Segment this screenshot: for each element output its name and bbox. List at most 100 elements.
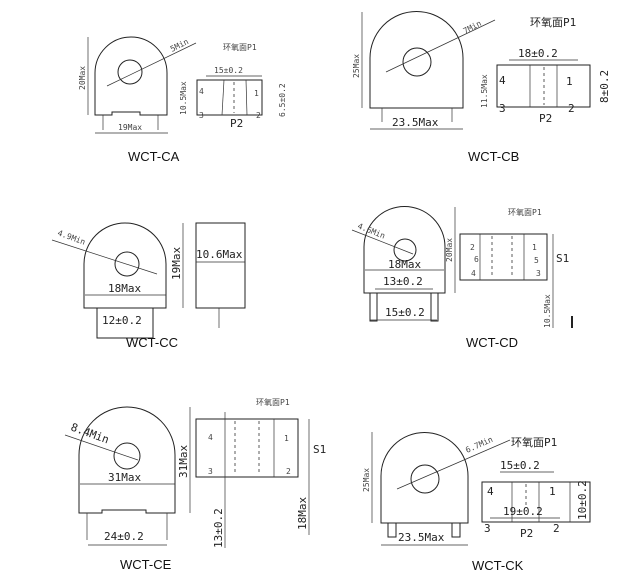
cc-front-body — [83, 222, 167, 309]
cb-hole-dim-line — [385, 19, 496, 73]
cc-side-body — [195, 222, 246, 309]
ck-pin-2: 2 — [553, 522, 560, 535]
cb-hole-label: 7Min — [462, 19, 483, 36]
ca-front-body — [94, 36, 168, 116]
cd-hole — [393, 238, 417, 262]
ca-pin-pitch-label: 6.5±0.2 — [278, 83, 287, 117]
ck-pin-1: 1 — [549, 485, 556, 498]
ce-title: WCT-CE — [120, 557, 172, 572]
ca-hole-dim-line — [106, 42, 197, 87]
ck-p2-label: P2 — [520, 527, 533, 540]
cc-title: WCT-CC — [126, 335, 178, 350]
ca-height-label: 20Max — [78, 66, 87, 90]
ca-side-body — [196, 79, 263, 116]
ca-side-label: 10.5Max — [179, 81, 188, 115]
cb-pin-pitch-label: 8±0.2 — [598, 70, 611, 103]
cd-pin-1: 1 — [532, 243, 537, 252]
cd-pin-6: 6 — [474, 255, 479, 264]
cc-pin-area — [96, 307, 154, 339]
cb-width-label: 23.5Max — [392, 116, 439, 129]
cd-pin-4: 4 — [471, 269, 476, 278]
ck-epoxy-label: 环氧面P1 — [511, 435, 557, 449]
cd-pin-3: 3 — [536, 269, 541, 278]
ce-pin-3: 3 — [208, 467, 213, 476]
cb-pin-4: 4 — [499, 74, 506, 87]
ca-divider — [245, 79, 248, 116]
cb-pin-3: 3 — [499, 102, 506, 115]
ca-pin-2: 2 — [256, 111, 261, 120]
drawing-wct-ce: 8.4Min 31Max 31Max 24±0.2 环氧面P1 4 3 1 2 … — [64, 397, 326, 572]
ce-depth-label: 18Max — [296, 497, 309, 530]
cd-pin-5: 5 — [534, 256, 539, 265]
cd-s1-label: S1 — [556, 252, 569, 265]
cb-side-label: 11.5Max — [480, 74, 489, 108]
ce-epoxy-label: 环氧面P1 — [256, 397, 290, 407]
ck-side-body — [481, 481, 591, 523]
cd-epoxy-label: 环氧面P1 — [508, 207, 542, 217]
cd-front-body — [363, 206, 446, 294]
cc-depth-label: 10.6Max — [196, 248, 243, 261]
cb-pitch-label: 18±0.2 — [518, 47, 558, 60]
cd-depth-label: 10.5Max — [543, 294, 552, 328]
ck-width-label: 23.5Max — [398, 531, 445, 544]
cb-height-label: 25Max — [352, 54, 361, 78]
ce-pin-4: 4 — [208, 433, 213, 442]
cc-height-label: 19Max — [170, 247, 183, 280]
cd-title: WCT-CD — [466, 335, 518, 350]
ck-height-label: 25Max — [362, 468, 371, 492]
cb-hole — [402, 47, 432, 77]
cc-hole — [114, 251, 140, 277]
ca-title: WCT-CA — [128, 149, 180, 164]
cd-inner-pitch-label: 13±0.2 — [383, 275, 423, 288]
ca-pin-1: 1 — [254, 89, 259, 98]
ck-pin-4: 4 — [487, 485, 494, 498]
cd-pin-right — [430, 292, 439, 322]
ck-hole-dim-line — [396, 439, 511, 490]
ce-pin-pitch-label: 13±0.2 — [212, 508, 225, 548]
ca-pitch-label: 15±0.2 — [214, 66, 243, 75]
ck-bottom-pitch-label: 19±0.2 — [503, 505, 543, 518]
ck-title: WCT-CK — [472, 558, 524, 573]
cb-front-body — [369, 11, 464, 109]
ca-divider — [221, 79, 225, 116]
ce-hole — [113, 442, 141, 470]
cb-epoxy-label: 环氧面P1 — [530, 15, 576, 29]
ck-pin-pitch-label: 10±0.2 — [576, 480, 589, 520]
ck-top-pitch-label: 15±0.2 — [500, 459, 540, 472]
cb-side-body — [496, 64, 591, 108]
cd-pin-left — [369, 292, 378, 322]
cc-pitch-label: 12±0.2 — [102, 314, 142, 327]
ck-pin — [451, 522, 461, 538]
cc-hole-dim-line — [51, 239, 158, 275]
ca-hole — [117, 59, 143, 85]
drawing-wct-ck: 6.7Min 25Max 23.5Max 环氧面P1 15±0.2 19±0.2… — [362, 432, 591, 573]
cb-pin-2: 2 — [568, 102, 575, 115]
cd-hole-dim-line — [351, 229, 414, 255]
ca-p2-label: P2 — [230, 117, 243, 130]
ca-pin-3: 3 — [199, 111, 204, 120]
cd-height-label: 20Max — [445, 238, 454, 262]
ck-front-body — [380, 432, 469, 524]
ca-epoxy-label: 环氧面P1 — [223, 42, 257, 52]
drawing-wct-ca: 5Min 20Max 19Max 环氧面P1 15±0.2 10.5Max 6.… — [78, 36, 287, 164]
ce-hole-dim-line — [64, 434, 139, 461]
cc-hole-label: 4.9Min — [56, 228, 86, 246]
ce-pin-2: 2 — [286, 467, 291, 476]
drawing-wct-cc: 4.9Min 18Max 19Max 12±0.2 10.6Max WCT-CC — [51, 222, 246, 350]
drawing-wct-cd: 4.6Min 18Max 13±0.2 15±0.2 20Max 环氧面P1 2… — [351, 206, 573, 350]
cb-title: WCT-CB — [468, 149, 519, 164]
ce-front-body — [78, 406, 176, 514]
ck-pin — [387, 522, 397, 538]
cd-pin-2: 2 — [470, 243, 475, 252]
ce-pitch-label: 24±0.2 — [104, 530, 144, 543]
cb-pin-1: 1 — [566, 75, 573, 88]
cd-outer-pitch-label: 15±0.2 — [385, 306, 425, 319]
ck-hole — [410, 464, 440, 494]
ca-pin-4: 4 — [199, 87, 204, 96]
ck-hole-label: 6.7Min — [464, 435, 494, 455]
ce-height-label: 31Max — [177, 445, 190, 478]
ce-width-label: 31Max — [108, 471, 141, 484]
ce-s1-label: S1 — [313, 443, 326, 456]
ce-side-body — [195, 418, 299, 478]
